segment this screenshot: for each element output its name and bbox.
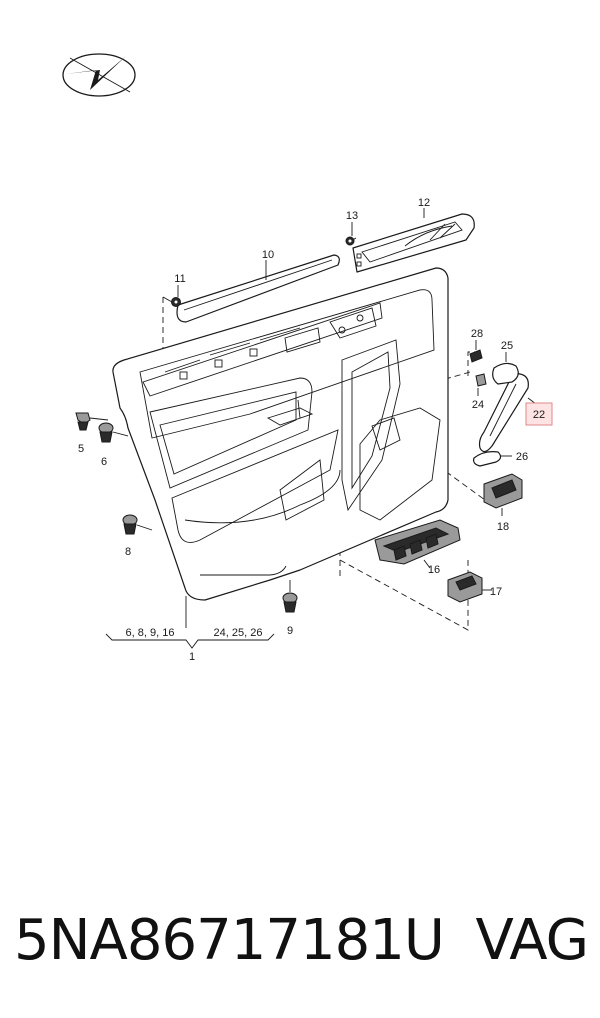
clip-13[interactable] [345, 236, 355, 246]
kit-group-right: 24, 25, 26 [214, 627, 263, 639]
leader-lines [177, 208, 431, 628]
clip-5[interactable] [75, 412, 109, 431]
callout-24[interactable]: 24 [472, 399, 484, 411]
callout-1[interactable]: 1 [189, 651, 195, 663]
clip-6[interactable] [98, 422, 129, 443]
bracket-24[interactable] [475, 373, 487, 396]
callout-26[interactable]: 26 [516, 451, 528, 463]
part-number: 5NA86717181U [14, 907, 445, 973]
callout-17[interactable]: 17 [490, 586, 502, 598]
kit-group-left: 6, 8, 9, 16 [126, 627, 175, 639]
highlight-box-22 [525, 402, 553, 426]
switch-18[interactable] [483, 473, 523, 516]
switch-17[interactable] [447, 571, 492, 603]
callout-10[interactable]: 10 [262, 249, 274, 261]
screw-28[interactable] [469, 340, 483, 363]
callout-22[interactable]: 22 [533, 409, 545, 421]
footer: 5NA86717181U VAG [14, 900, 589, 980]
callout-9[interactable]: 9 [287, 625, 293, 637]
door-panel-1[interactable] [112, 267, 449, 601]
callout-8[interactable]: 8 [125, 546, 131, 558]
callout-labels: 1 5 6 8 9 10 11 12 13 16 17 18 22 24 25 … [78, 197, 545, 663]
callout-28[interactable]: 28 [471, 328, 483, 340]
kit-bracket [105, 633, 275, 649]
clip-8[interactable] [122, 514, 153, 535]
cap-26[interactable] [473, 451, 512, 467]
cover-cap-25[interactable] [492, 352, 519, 385]
callout-25[interactable]: 25 [501, 340, 513, 352]
callout-5[interactable]: 5 [78, 443, 84, 455]
switch-bezel-16[interactable] [374, 519, 461, 565]
callout-11[interactable]: 11 [174, 273, 185, 285]
callout-13[interactable]: 13 [346, 210, 358, 222]
trim-panel-upper-12[interactable] [352, 213, 475, 273]
trim-strip-10[interactable] [176, 254, 340, 323]
callout-6[interactable]: 6 [101, 456, 107, 468]
callout-18[interactable]: 18 [497, 521, 509, 533]
brand-logo [62, 53, 136, 97]
parts-diagram: 1 5 6 8 9 10 11 12 13 16 17 18 22 24 25 … [62, 53, 553, 663]
clip-11[interactable] [171, 297, 181, 307]
callout-12[interactable]: 12 [418, 197, 430, 209]
callout-16[interactable]: 16 [428, 564, 440, 576]
clip-9[interactable] [282, 580, 298, 613]
brand-name: VAG [475, 907, 589, 973]
